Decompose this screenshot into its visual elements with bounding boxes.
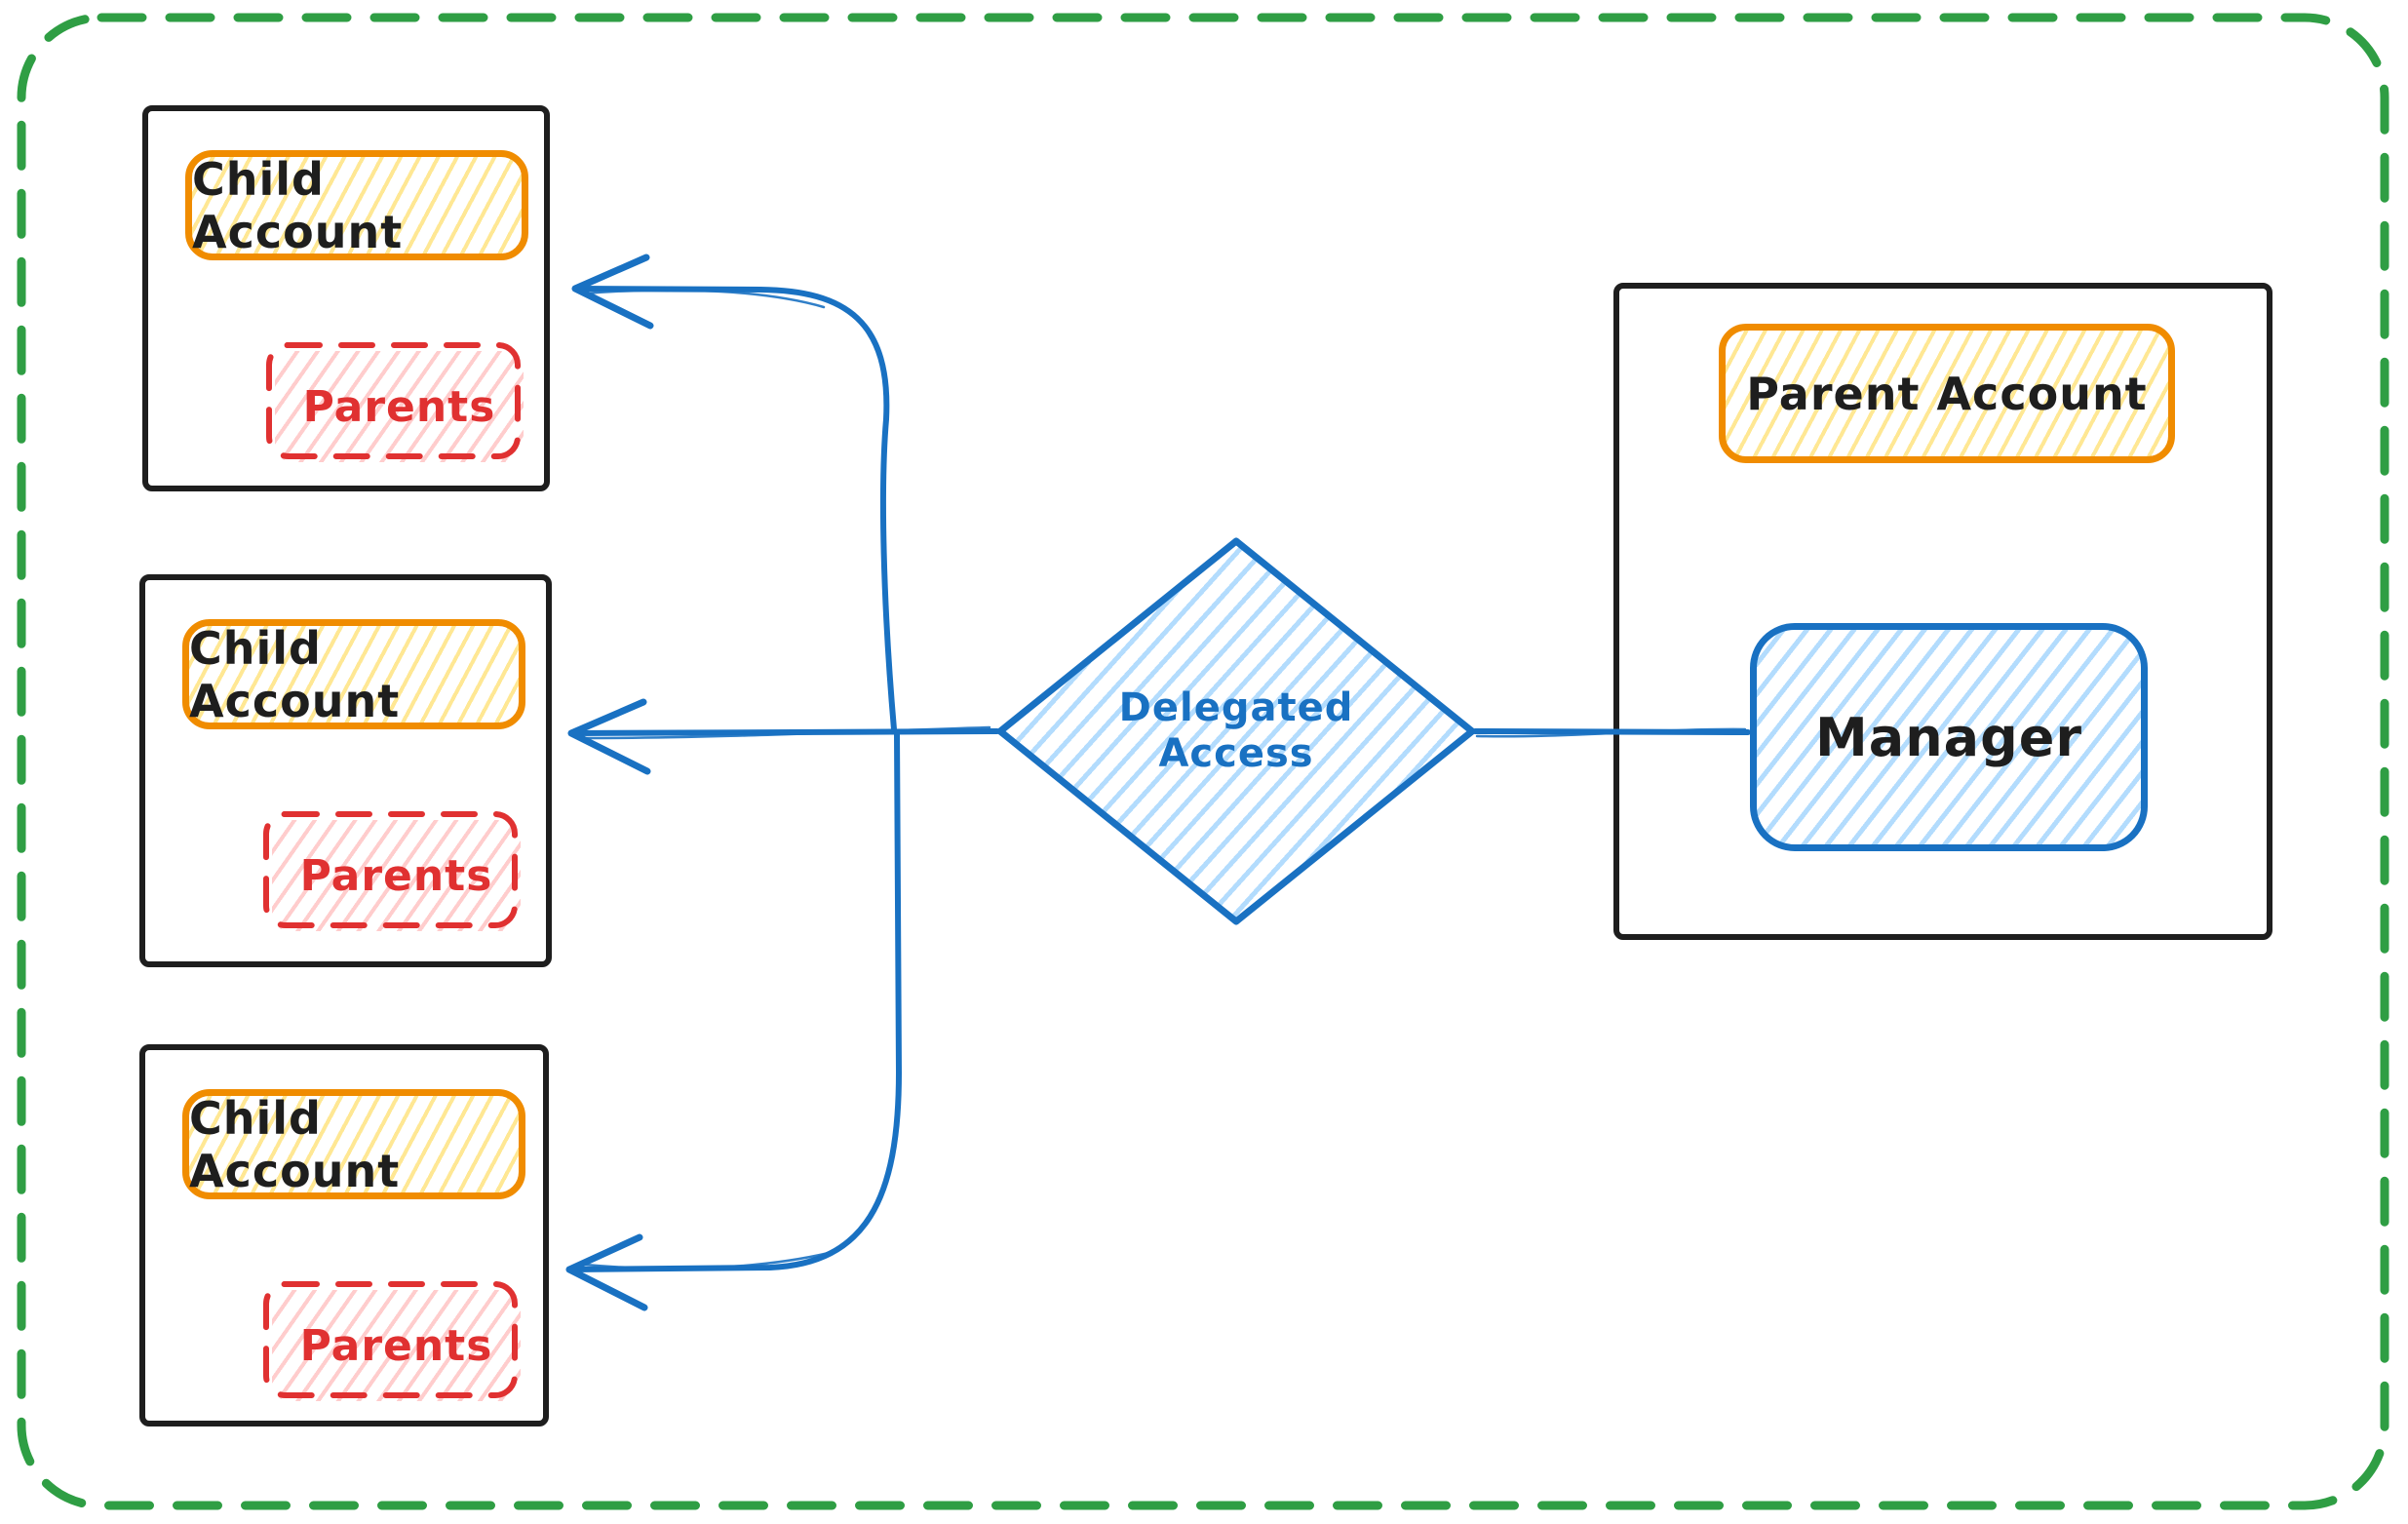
delegated-access-line2: Access bbox=[1158, 731, 1314, 776]
arrowhead-child-2 bbox=[567, 698, 651, 775]
parents-text: Parents bbox=[302, 381, 496, 432]
parent-account-label: Parent Account bbox=[1719, 324, 2175, 463]
child-account-box-2: Child Account Parents bbox=[139, 574, 552, 967]
child-account-title-text: Child Account bbox=[189, 1091, 401, 1197]
child-account-title-text: Child Account bbox=[189, 621, 401, 727]
arrowhead-child-3 bbox=[565, 1233, 648, 1311]
child-account-label: Child Account bbox=[185, 150, 528, 260]
arrow-to-child-1 bbox=[574, 286, 897, 732]
arrow-to-child-1-overdraw bbox=[583, 289, 826, 309]
parents-badge: Parents bbox=[272, 820, 521, 931]
delegated-access-label: Delegated Access bbox=[997, 538, 1475, 924]
child-account-box-1: Child Account Parents bbox=[142, 105, 550, 491]
child-account-title-text: Child Account bbox=[192, 152, 404, 258]
arrow-to-child-2-overdraw bbox=[583, 725, 991, 740]
parents-badge: Parents bbox=[275, 351, 524, 462]
arrow-to-child-3-overdraw bbox=[583, 1251, 831, 1270]
arrowhead-child-1 bbox=[571, 254, 654, 330]
manager-text: Manager bbox=[1815, 706, 2082, 768]
child-account-box-3: Child Account Parents bbox=[139, 1044, 549, 1426]
child-account-label: Child Account bbox=[182, 619, 525, 729]
parents-text: Parents bbox=[299, 850, 493, 901]
parents-badge: Parents bbox=[272, 1290, 521, 1401]
arrow-to-child-3 bbox=[568, 730, 903, 1272]
delegated-access-line1: Delegated bbox=[1118, 684, 1354, 730]
child-account-label: Child Account bbox=[182, 1089, 525, 1199]
manager-node: Manager bbox=[1750, 623, 2148, 851]
parents-text: Parents bbox=[299, 1320, 493, 1371]
parent-account-title-text: Parent Account bbox=[1746, 367, 2148, 420]
arrow-to-child-2 bbox=[570, 728, 1000, 736]
parent-account-box: Parent Account Manager bbox=[1613, 283, 2272, 940]
